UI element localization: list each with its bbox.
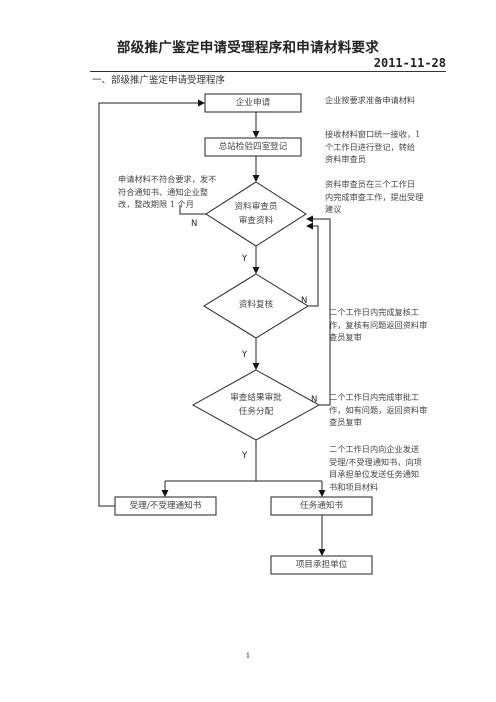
document-title: 部级推广鉴定申请受理程序和申请材料要求 bbox=[116, 40, 380, 56]
note-notice: 二个工作日内向企业发送 受理/不受理通知书，向项 目承担单位发送任务通知 书和项… bbox=[329, 444, 422, 492]
note-apply: 企业按要求准备申请材料 bbox=[325, 95, 416, 105]
note-review: 资料审查员在三个工作日 内完成审查工作，提出受理 建议 bbox=[325, 179, 424, 215]
node-task-notice-label: 任务通知书 bbox=[300, 501, 343, 511]
section-heading: 一、部级推广鉴定申请受理程序 bbox=[92, 75, 226, 86]
node-undertaker-label: 项目承担单位 bbox=[295, 560, 348, 570]
flag-approve-no: N bbox=[311, 395, 318, 405]
node-apply-box bbox=[204, 93, 302, 113]
node-approve-label: 审查结果审批 任务分配 bbox=[230, 393, 282, 417]
note-register: 接收材料窗口统一接收，1 个工作日进行登记，转给 资料审查员 bbox=[325, 129, 421, 165]
edge-loop-accept-to-apply bbox=[98, 99, 205, 507]
node-undertaker-box bbox=[270, 555, 373, 575]
edge-review-reject bbox=[179, 205, 206, 215]
page-number: 1 bbox=[245, 651, 251, 660]
node-register-box bbox=[204, 137, 302, 157]
note-reject: 申请材料不符合要求，发不 符合通知书、通知企业整 改，整改期限 1 个月 bbox=[118, 174, 217, 210]
edge-recheck-return bbox=[306, 222, 319, 307]
document-date: 2011-11-28 bbox=[373, 56, 446, 70]
flag-review-no: N bbox=[191, 219, 198, 229]
node-review-label: 资料审查员 审查资料 bbox=[234, 202, 278, 226]
node-register-label: 总站检验四室登记 bbox=[218, 142, 288, 152]
node-apply-label: 企业申请 bbox=[235, 98, 271, 108]
note-approve: 二个工作日内完成审批工 作，如有问题，返回资料审 查员复审 bbox=[329, 392, 428, 428]
header-rule bbox=[90, 71, 446, 72]
flag-approve-yes: Y bbox=[242, 451, 248, 461]
flag-review-yes: Y bbox=[242, 254, 248, 264]
flag-recheck-yes: Y bbox=[242, 350, 248, 360]
node-recheck-label: 资料复核 bbox=[238, 300, 274, 310]
node-accept-notice-label: 受理/不受理通知书 bbox=[129, 501, 202, 511]
note-recheck: 二个工作日内完成复核工 作，复核有问题返回资料审 查员复审 bbox=[329, 307, 428, 343]
flag-recheck-no: N bbox=[301, 296, 308, 306]
edge-approve-return bbox=[306, 215, 331, 406]
